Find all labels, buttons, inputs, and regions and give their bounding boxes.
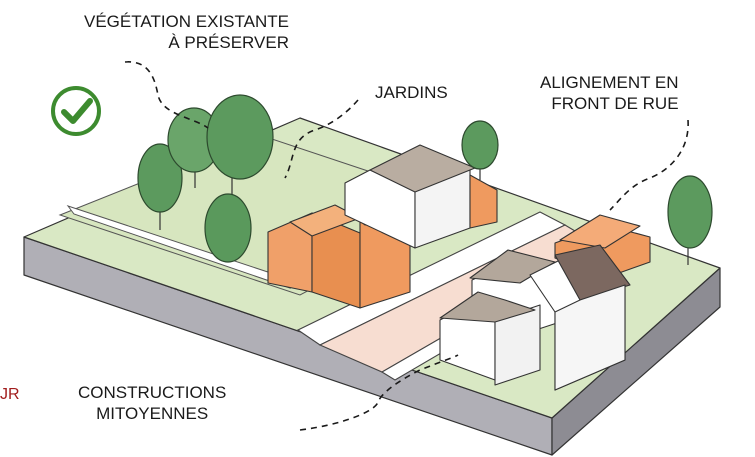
label-alignement-line1: ALIGNEMENT EN (540, 73, 679, 92)
label-jardins: JARDINS (375, 82, 448, 103)
orange-houses-left (267, 197, 411, 309)
label-constructions: CONSTRUCTIONS MITOYENNES (78, 382, 226, 424)
label-vegetation-line1: VÉGÉTATION EXISTANTE (84, 12, 289, 31)
label-constructions-line2: MITOYENNES (96, 404, 209, 423)
white-building-center (344, 144, 498, 249)
label-alignement-line2: FRONT DE RUE (551, 94, 679, 113)
label-constructions-line1: CONSTRUCTIONS (78, 383, 227, 402)
label-jardins-text: JARDINS (375, 83, 448, 102)
leader-lines (124, 61, 689, 431)
existing-trees (137, 94, 274, 263)
cut-off-label: JR (0, 386, 20, 403)
mitoyennes-houses (439, 244, 631, 391)
label-vegetation: VÉGÉTATION EXISTANTE À PRÉSERVER (84, 11, 289, 53)
label-vegetation-line2: À PRÉSERVER (168, 33, 289, 52)
check-circle-icon (51, 86, 101, 136)
label-alignement: ALIGNEMENT EN FRONT DE RUE (540, 72, 679, 114)
tree-right (461, 120, 713, 265)
